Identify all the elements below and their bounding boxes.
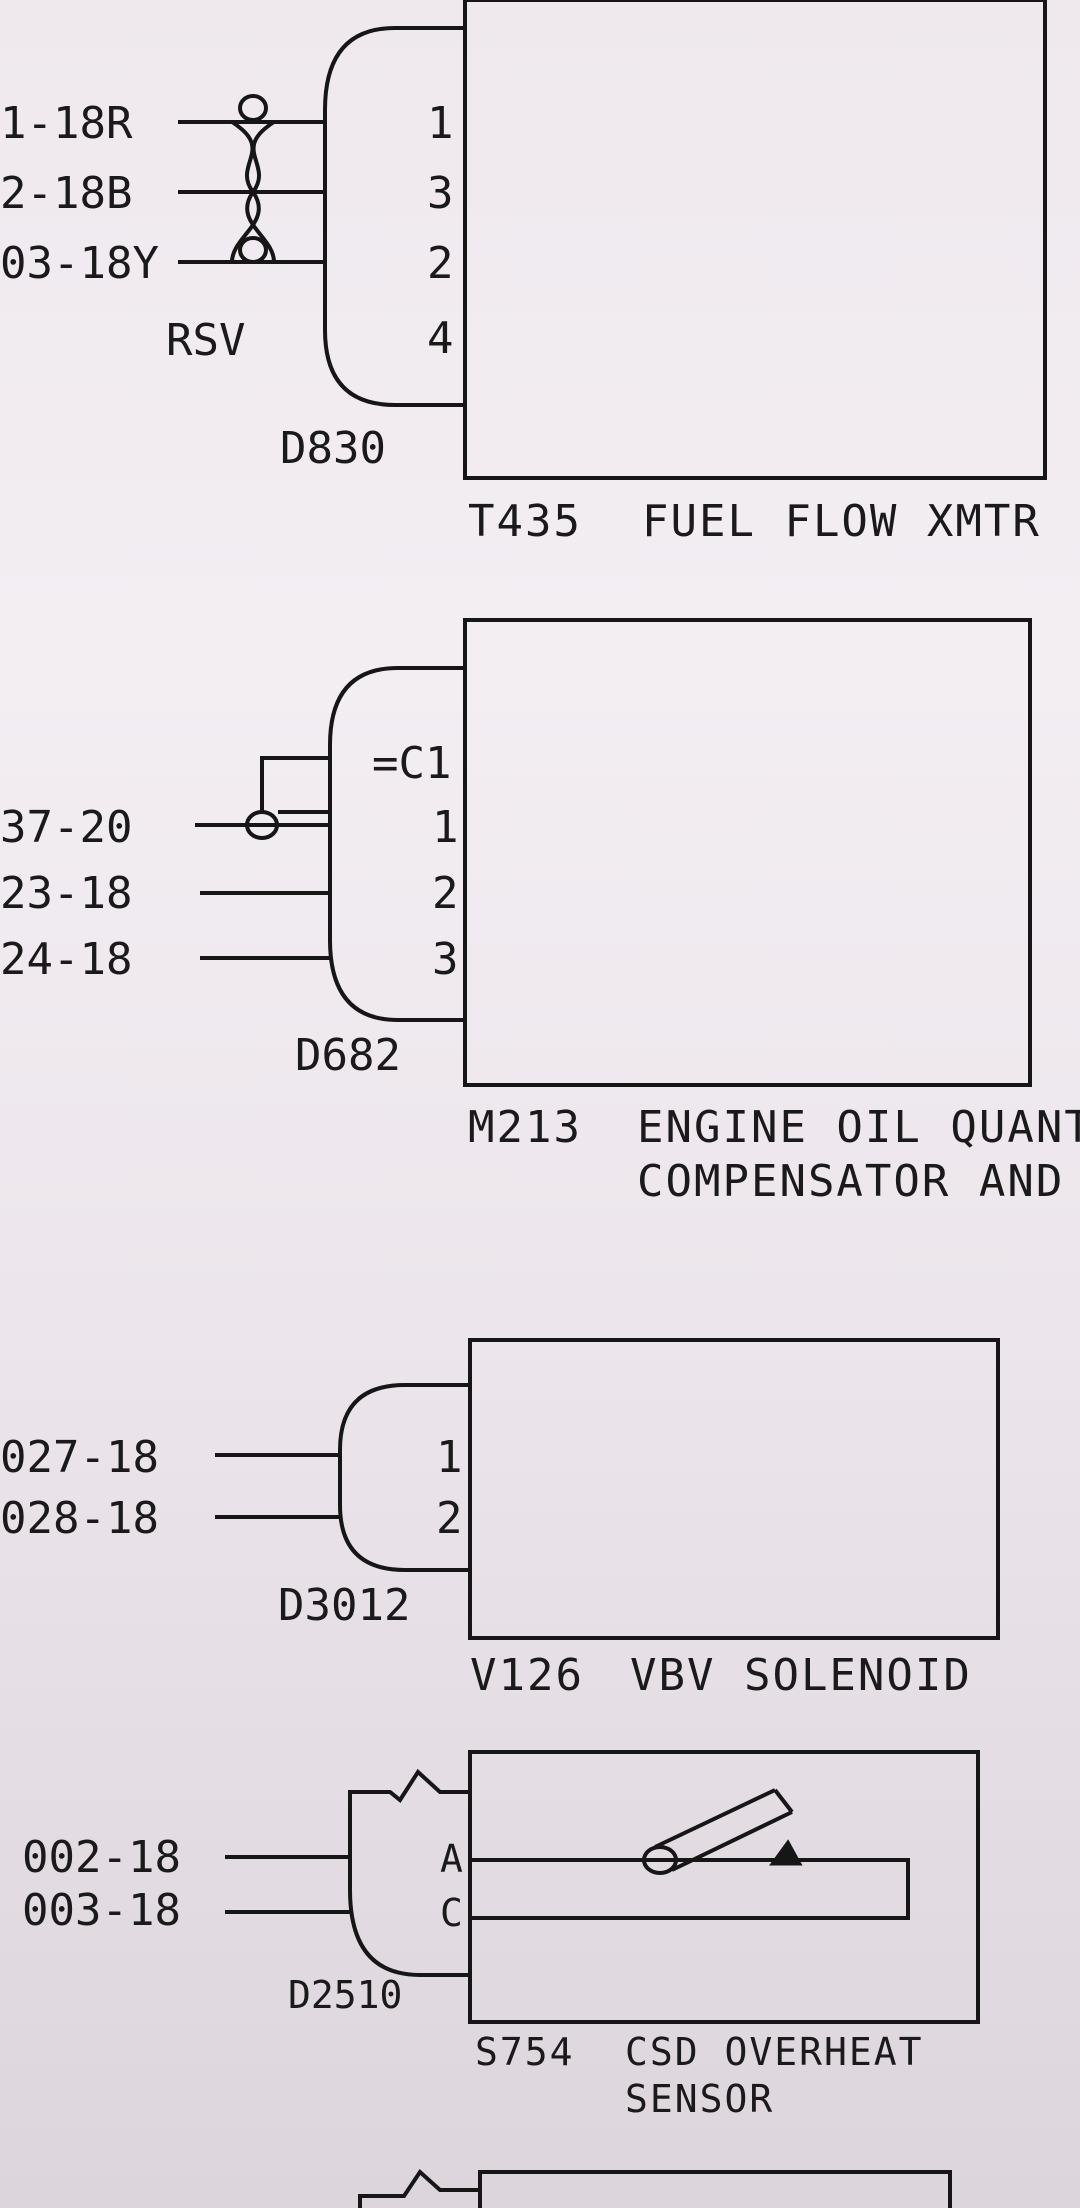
pin-number: 3 [427, 168, 454, 219]
component-description: CSD OVERHEAT [625, 2030, 924, 2074]
connector-d682-outline [328, 666, 465, 1022]
pin-number: 4 [427, 313, 454, 364]
pin-letter: A [440, 1837, 463, 1881]
connector-note: RSV [166, 315, 245, 366]
wire-label: 003-18 [22, 1885, 181, 1936]
component-description: ENGINE OIL QUANTI [637, 1102, 1080, 1153]
component-description: VBV SOLENOID [630, 1650, 972, 1701]
t435-box [463, 0, 1047, 480]
pin-number: 3 [432, 934, 459, 985]
wire-label: 028-18 [0, 1493, 159, 1544]
connector-label: D2510 [288, 1973, 402, 2017]
wire-label: 23-18 [0, 868, 132, 919]
twisted-pair-symbol [230, 94, 276, 264]
component-description: COMPENSATOR AND T [637, 1156, 1080, 1207]
pin-number: 2 [427, 238, 454, 289]
wire-label: 027-18 [0, 1432, 159, 1483]
component-description: SENSOR [625, 2077, 774, 2121]
pin-number: 2 [436, 1493, 463, 1544]
component-m213: 37-20 23-18 24-18 =C1 1 2 3 D682 M213 EN… [0, 618, 1080, 1207]
v126-box [468, 1338, 1000, 1640]
wire-label: 1-18R [0, 98, 133, 149]
s754-box [468, 1750, 980, 2024]
pin-letter: C [440, 1891, 463, 1935]
thermal-switch-symbol [470, 1788, 910, 1920]
m213-box [463, 618, 1032, 1087]
shield-pin: =C1 [372, 738, 451, 789]
pin-number: 2 [432, 868, 459, 919]
wire-label: 2-18B [0, 168, 132, 219]
connector-label: D682 [295, 1030, 401, 1081]
component-t435: 1-18R 2-18B 03-18Y 1 3 2 4 RSV D830 T435… [0, 0, 1047, 547]
component-id: M213 [468, 1102, 582, 1153]
component-s754: 002-18 003-18 A C D2510 S754 CSD OVERHEA… [22, 1750, 980, 2121]
component-id: V126 [470, 1650, 584, 1701]
pin-number: 1 [436, 1432, 463, 1483]
connector-d830-outline [323, 26, 465, 407]
wire-label: 37-20 [0, 802, 132, 853]
pin-number: 1 [432, 802, 459, 853]
wire-label: 03-18Y [0, 238, 159, 289]
next-component-box [478, 2170, 952, 2208]
pin-number: 1 [427, 98, 454, 149]
next-connector-outline [358, 2168, 480, 2208]
connector-label: D830 [280, 423, 386, 474]
wire-label: 24-18 [0, 934, 132, 985]
connector-label: D3012 [278, 1580, 410, 1631]
component-v126: 027-18 028-18 1 2 D3012 V126 VBV SOLENOI… [0, 1338, 1000, 1701]
connector-d2510-outline [348, 1768, 470, 1977]
component-id: T435 [468, 496, 582, 547]
component-id: S754 [475, 2030, 575, 2074]
next-component-partial [358, 2168, 952, 2208]
wire-label: 002-18 [22, 1832, 181, 1883]
shield-symbol [245, 756, 330, 840]
connector-d3012-outline [338, 1383, 470, 1572]
component-description: FUEL FLOW XMTR [642, 496, 1041, 547]
